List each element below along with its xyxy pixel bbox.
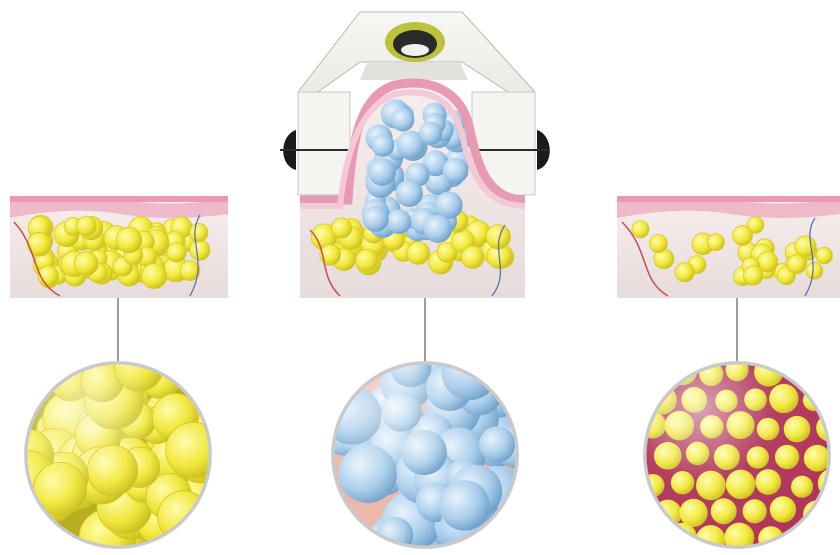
magnified-shrunk-cell bbox=[639, 527, 665, 553]
fat-cell bbox=[632, 221, 649, 238]
fat-cell bbox=[356, 249, 378, 271]
fat-cell bbox=[649, 234, 667, 252]
magnified-shrunk-cell bbox=[636, 361, 663, 388]
cooled-fat-cell bbox=[371, 134, 394, 157]
fat-cell bbox=[816, 247, 832, 263]
fat-cell bbox=[116, 227, 142, 253]
fat-cell bbox=[806, 262, 823, 279]
fat-cell bbox=[27, 232, 51, 256]
magnified-shrunk-cell bbox=[835, 498, 840, 522]
cooled-fat-cell bbox=[387, 209, 412, 234]
cooled-fat-cell bbox=[419, 122, 442, 145]
panel-before bbox=[0, 196, 236, 555]
magnified-shrunk-cell bbox=[832, 445, 840, 470]
cooled-fat-cell bbox=[391, 108, 414, 131]
magnifier-after bbox=[636, 356, 840, 555]
cooled-fat-cell bbox=[435, 191, 463, 219]
fat-cell bbox=[76, 216, 96, 236]
fat-cell bbox=[795, 236, 816, 257]
fat-cell bbox=[332, 218, 352, 238]
cooled-fat-cell bbox=[396, 180, 423, 207]
magnifier-before bbox=[0, 342, 236, 555]
fat-cell bbox=[142, 263, 167, 288]
indicator-light bbox=[385, 22, 445, 62]
magnified-shrunk-cell bbox=[815, 356, 840, 385]
cooled-fat-cell bbox=[424, 215, 452, 243]
fat-cell bbox=[744, 266, 763, 285]
cooled-fat-cell bbox=[443, 158, 469, 184]
tissue-block-before bbox=[10, 196, 228, 298]
cooled-fat-cell bbox=[368, 158, 396, 186]
fat-cell bbox=[787, 255, 806, 274]
fat-cell bbox=[407, 242, 430, 265]
fat-cell bbox=[707, 234, 724, 251]
panel-treatment bbox=[280, 12, 550, 555]
magnifier-treatment bbox=[323, 339, 538, 555]
fat-cell bbox=[74, 252, 98, 276]
fat-cell bbox=[190, 240, 210, 260]
cooled-fat-cell bbox=[363, 206, 389, 232]
magnified-shrunk-cell bbox=[817, 527, 840, 550]
magnified-shrunk-cell bbox=[828, 387, 840, 415]
fat-cell bbox=[190, 223, 208, 241]
fat-cell bbox=[733, 225, 753, 245]
fat-cell bbox=[167, 243, 186, 262]
panel-after bbox=[617, 196, 840, 555]
fat-cell bbox=[461, 246, 484, 269]
tissue-block-after bbox=[617, 196, 840, 298]
fat-cell bbox=[675, 263, 694, 282]
magnified-shrunk-cell bbox=[792, 361, 814, 383]
